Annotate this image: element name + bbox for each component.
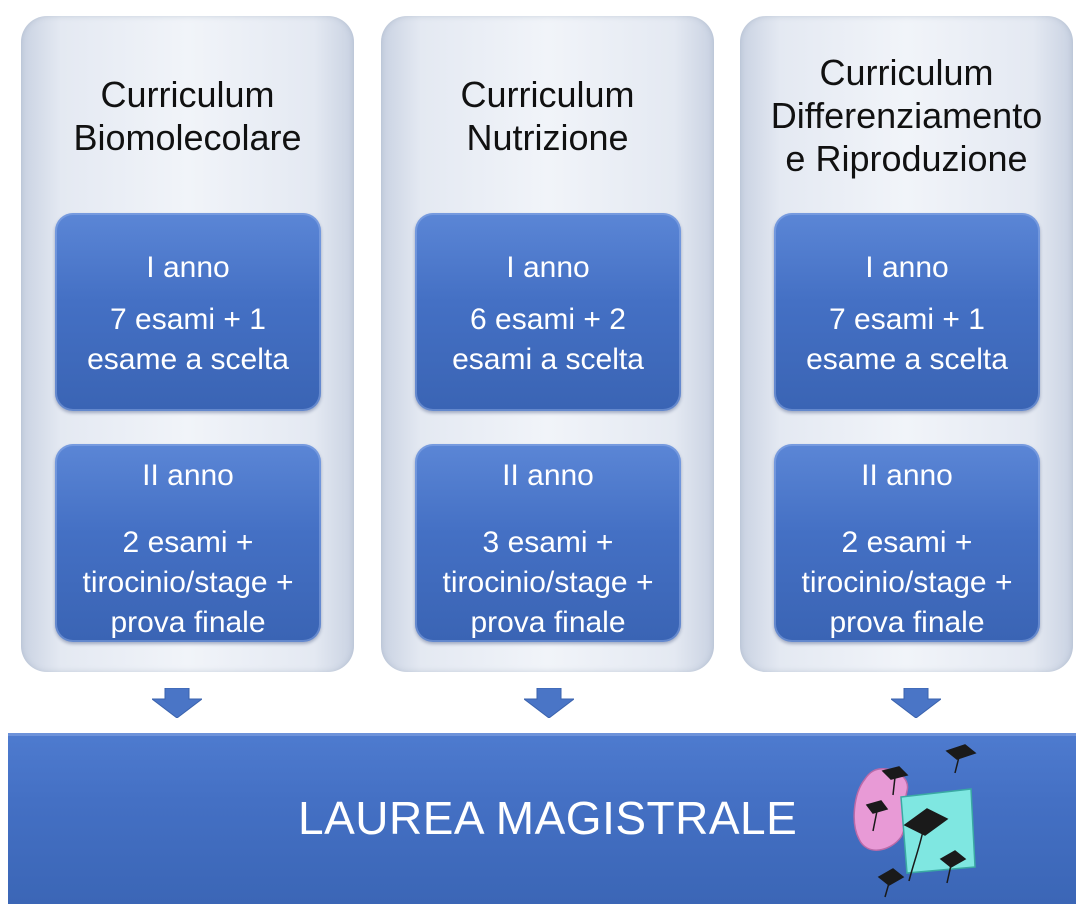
year-label: II anno	[142, 459, 234, 492]
year-detail-line: 2 esami +	[122, 526, 254, 559]
down-arrow-icon	[891, 688, 941, 718]
year-detail-line: prova finale	[470, 606, 626, 639]
year-detail-line: 3 esami +	[482, 526, 614, 559]
laurea-magistrale-bar: LAUREA MAGISTRALE	[8, 733, 1076, 904]
curriculum-column-biomolecolare: Curriculum Biomolecolare I anno 7 esami …	[21, 16, 354, 672]
year-detail: 6 esami + 2 esami a scelta	[415, 300, 681, 380]
year-label: I anno	[865, 251, 949, 284]
year-box-first: I anno 7 esami + 1 esame a scelta	[774, 213, 1040, 411]
down-arrow-icon	[152, 688, 202, 718]
year-detail-line: prova finale	[110, 606, 266, 639]
curriculum-column-nutrizione: Curriculum Nutrizione I anno 6 esami + 2…	[381, 16, 714, 672]
year-box-second: II anno 2 esami + tirocinio/stage + prov…	[774, 444, 1040, 642]
column-title-line: Differenziamento	[770, 95, 1043, 136]
column-title: Curriculum Differenziamento e Riproduzio…	[740, 51, 1073, 180]
column-title-line: Curriculum	[100, 74, 275, 115]
column-title: Curriculum Nutrizione	[381, 73, 714, 159]
year-box-second: II anno 2 esami + tirocinio/stage + prov…	[55, 444, 321, 642]
year-detail-line: 7 esami + 1	[110, 303, 266, 336]
year-detail: 2 esami + tirocinio/stage + prova finale	[774, 523, 1040, 643]
year-label: I anno	[146, 251, 230, 284]
column-title-line: Curriculum	[819, 52, 994, 93]
year-detail: 3 esami + tirocinio/stage + prova finale	[415, 523, 681, 643]
year-detail-line: prova finale	[829, 606, 985, 639]
year-box-second: II anno 3 esami + tirocinio/stage + prov…	[415, 444, 681, 642]
column-title-line: e Riproduzione	[785, 138, 1028, 179]
year-detail-line: esame a scelta	[806, 343, 1008, 376]
column-title-line: Curriculum	[460, 74, 635, 115]
year-detail-line: 2 esami +	[841, 526, 973, 559]
graduation-caps-icon	[853, 744, 977, 898]
column-title-line: Biomolecolare	[73, 117, 302, 158]
year-detail-line: tirocinio/stage +	[801, 566, 1013, 599]
year-detail-line: tirocinio/stage +	[442, 566, 654, 599]
year-detail: 7 esami + 1 esame a scelta	[55, 300, 321, 380]
footer-title: LAUREA MAGISTRALE	[298, 792, 798, 844]
column-title: Curriculum Biomolecolare	[21, 73, 354, 159]
year-detail: 7 esami + 1 esame a scelta	[774, 300, 1040, 380]
year-detail-line: 7 esami + 1	[829, 303, 985, 336]
year-detail: 2 esami + tirocinio/stage + prova finale	[55, 523, 321, 643]
year-detail-line: esami a scelta	[452, 343, 644, 376]
year-label: II anno	[861, 459, 953, 492]
year-detail-line: tirocinio/stage +	[82, 566, 294, 599]
year-box-first: I anno 6 esami + 2 esami a scelta	[415, 213, 681, 411]
curriculum-column-differenziamento: Curriculum Differenziamento e Riproduzio…	[740, 16, 1073, 672]
year-detail-line: 6 esami + 2	[470, 303, 626, 336]
year-label: I anno	[506, 251, 590, 284]
column-title-line: Nutrizione	[466, 117, 629, 158]
down-arrow-icon	[524, 688, 574, 718]
year-label: II anno	[502, 459, 594, 492]
year-box-first: I anno 7 esami + 1 esame a scelta	[55, 213, 321, 411]
year-detail-line: esame a scelta	[87, 343, 289, 376]
